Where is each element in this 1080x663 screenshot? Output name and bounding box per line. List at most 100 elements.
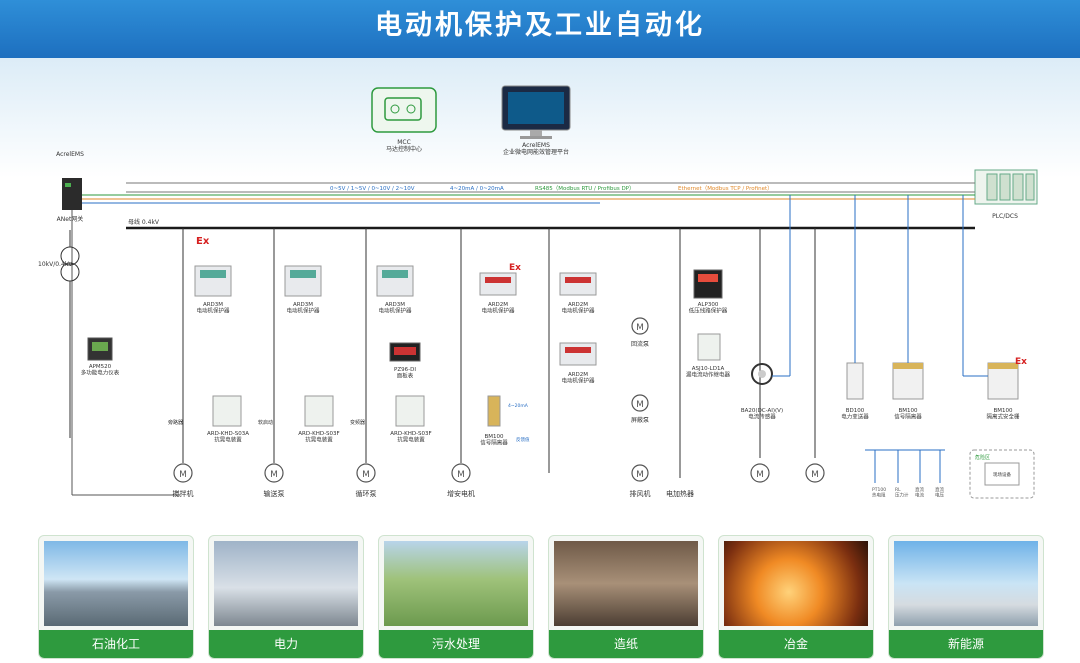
industry-caption-3: 污水处理: [379, 630, 533, 658]
industry-photo-2: [214, 541, 358, 626]
signal-label-2: 4~20mA / 0~20mA: [450, 186, 504, 192]
bypass-label-3: 变频器: [350, 419, 365, 426]
industry-photo-4: [554, 541, 698, 626]
svg-text:M: M: [457, 470, 465, 480]
industry-caption-2: 电力: [209, 630, 363, 658]
industry-caption-4: 造纸: [549, 630, 703, 658]
motor-label-6: 屏蔽泵: [631, 416, 649, 424]
ard-device-6[interactable]: [559, 342, 597, 366]
rs485-label: RS485（Modbus RTU / Profibus DP）: [535, 185, 635, 192]
ard-device-1[interactable]: [194, 265, 232, 297]
svg-text:M: M: [270, 470, 278, 480]
industry-cards: 石油化工 电力 污水处理 造纸 冶金 新能源: [38, 535, 1044, 659]
field-device-box[interactable]: [984, 462, 1020, 486]
ba-sensor-icon[interactable]: [751, 363, 773, 385]
sensor-label-4: 直流电压: [935, 486, 944, 498]
motor-label-7: 排风机: [630, 489, 651, 498]
motor-icons: [173, 317, 825, 483]
mcc-icon[interactable]: [371, 87, 437, 133]
transformer-label: 10kV/0.4kV: [38, 261, 73, 268]
bypass-label-1: 旁路器: [168, 419, 183, 426]
industry-photo-1: [44, 541, 188, 626]
bd100-device[interactable]: [846, 362, 864, 400]
asj-device[interactable]: [697, 333, 721, 361]
ard-device-2[interactable]: [284, 265, 322, 297]
industry-caption-6: 新能源: [889, 630, 1043, 658]
industry-card-6[interactable]: 新能源: [888, 535, 1044, 659]
field-device-label: 现场设备: [993, 471, 1011, 478]
svg-text:M: M: [636, 470, 644, 480]
motor-label-8: 电加热器: [666, 489, 694, 498]
industry-card-4[interactable]: 造纸: [548, 535, 704, 659]
soft-starter-3[interactable]: [395, 395, 425, 427]
motor-label-4: 增安电机: [447, 489, 475, 498]
bm100-device-1[interactable]: [487, 395, 501, 427]
svg-text:M: M: [756, 470, 764, 480]
pz-device[interactable]: [389, 342, 421, 362]
ex-mark-1: Ex: [196, 236, 210, 247]
ba-label: BA20(DC-AI)(V)电流传感器: [741, 408, 783, 421]
svg-text:M: M: [362, 470, 370, 480]
header-banner: 电动机保护及工业自动化: [0, 0, 1080, 58]
hazard-zone-label: 危险区: [975, 454, 990, 461]
svg-text:M: M: [636, 400, 644, 410]
sensor-label-3: 直流电流: [915, 486, 924, 498]
sensor-wires: [772, 195, 988, 483]
ard-device-5[interactable]: [559, 272, 597, 296]
industry-photo-3: [384, 541, 528, 626]
gateway-label: ANet网关: [57, 215, 84, 223]
svg-text:M: M: [811, 470, 819, 480]
plc-icon[interactable]: [974, 169, 1038, 205]
ethernet-label: Ethernet（Modbus TCP / Profinet）: [678, 185, 773, 192]
current-label: 4~20mA: [508, 403, 529, 409]
busbar-label: 母线 0.4kV: [128, 218, 160, 226]
feeder-lines: [182, 228, 816, 478]
page-title: 电动机保护及工业自动化: [375, 10, 705, 41]
svg-text:M: M: [636, 323, 644, 333]
motor-label-1: 搅拌机: [173, 489, 194, 498]
soft-starter-2[interactable]: [304, 395, 334, 427]
industry-card-3[interactable]: 污水处理: [378, 535, 534, 659]
ems-monitor-icon[interactable]: [501, 85, 571, 139]
bypass-label-2: 软启动: [258, 419, 273, 426]
apm-meter-icon[interactable]: [87, 337, 113, 361]
gateway-icon[interactable]: [62, 178, 82, 210]
industry-caption-5: 冶金: [719, 630, 873, 658]
bm100-device-2[interactable]: [892, 362, 924, 400]
ex-mark-3: Ex: [1015, 357, 1027, 367]
industry-photo-5: [724, 541, 868, 626]
ard-device-3[interactable]: [376, 265, 414, 297]
soft-starter-1[interactable]: [212, 395, 242, 427]
ard-device-4[interactable]: [479, 272, 517, 296]
motor-label-2: 输送泵: [264, 489, 285, 498]
bm100-device-3[interactable]: [987, 362, 1019, 400]
alp-device[interactable]: [693, 269, 723, 299]
plc-label: PLC/DCS: [992, 213, 1018, 220]
hazard-zone-box: [969, 449, 1035, 499]
industry-card-2[interactable]: 电力: [208, 535, 364, 659]
industry-card-1[interactable]: 石油化工: [38, 535, 194, 659]
ex-mark-2: Ex: [509, 263, 521, 273]
motor-label-3: 循环泵: [356, 489, 377, 498]
industry-caption-1: 石油化工: [39, 630, 193, 658]
industry-card-5[interactable]: 冶金: [718, 535, 874, 659]
acrel-ems-label: AcrelEMS: [56, 151, 84, 158]
